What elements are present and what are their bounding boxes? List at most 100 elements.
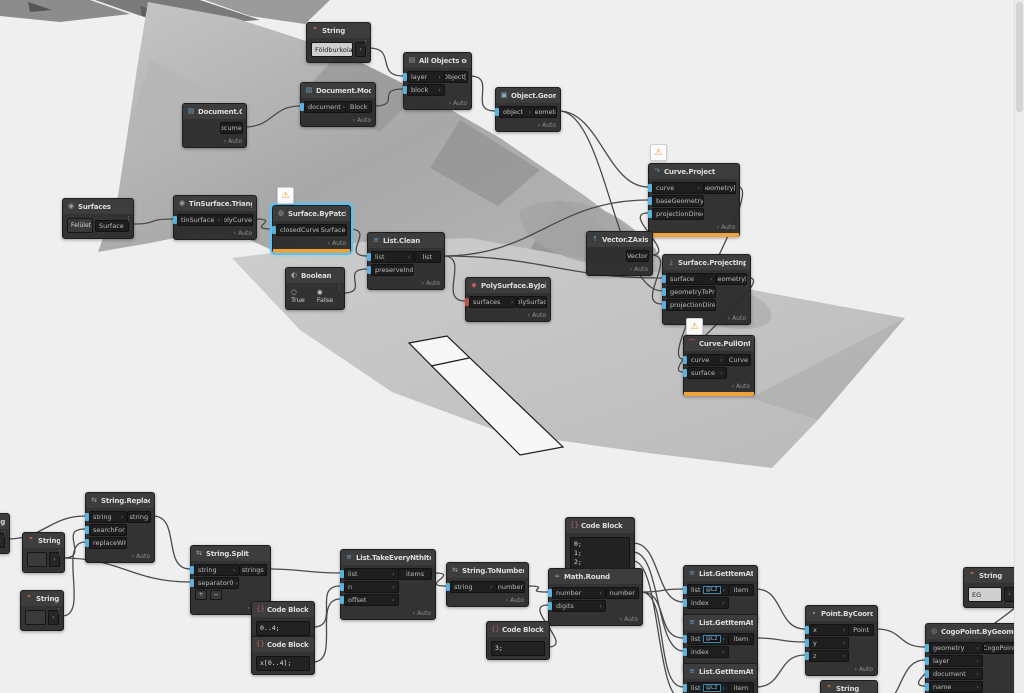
node-getitem3[interactable]: ≡List.GetItemAtIndexlist@L2›index›item›A… <box>683 663 758 693</box>
input-port-document[interactable]: document› <box>300 101 347 113</box>
node-getitem2[interactable]: ≡List.GetItemAtIndexlist@L2›index›item›A… <box>683 614 758 672</box>
warning-triangle-icon[interactable]: ⚠ <box>650 144 667 161</box>
wire-doc-modelspace-to-all-objects[interactable] <box>373 88 404 107</box>
wire-math-round-to-getitem3[interactable] <box>640 591 684 688</box>
input-port-number[interactable]: number› <box>548 587 606 599</box>
wire-str-input-1-to-string-replace[interactable] <box>62 528 86 559</box>
lacing-control[interactable]: ›Auto <box>86 552 154 562</box>
output-port-number[interactable]: number <box>495 581 525 593</box>
node-titlebar[interactable]: ⇆String.Replace <box>86 493 154 508</box>
node-menu-dots[interactable]: ⋮ <box>125 215 132 223</box>
node-titlebar[interactable]: ❞String <box>21 591 63 606</box>
input-port-document[interactable]: document› <box>925 668 983 680</box>
wire-string-bottom-to-cogopoint[interactable] <box>876 659 926 693</box>
wire-list-clean-to-project-onto[interactable] <box>442 255 663 279</box>
lacing-control[interactable]: ›Auto <box>663 314 750 324</box>
wire-surface-bypatch-to-list-clean[interactable] <box>348 228 368 257</box>
input-port-list[interactable]: list@L2› <box>683 633 729 645</box>
input-port-curve[interactable]: curve› <box>648 182 705 194</box>
node-titlebar[interactable]: ≈Math.Round <box>549 569 642 584</box>
lacing-control[interactable]: ›Auto <box>806 665 877 675</box>
node-str-input-1[interactable]: ❞String›⋮ <box>22 532 65 573</box>
output-port-list[interactable]: list <box>413 251 441 263</box>
wire-doc-current-to-doc-modelspace[interactable] <box>244 105 301 128</box>
code-block-editor[interactable]: 0;1;2; <box>570 537 630 570</box>
wire-getitem1-to-point-bycoords[interactable] <box>755 588 806 630</box>
node-boolean[interactable]: ◐Boolean○ True◉ False⋮ <box>285 267 345 310</box>
wire-tin-triangles-to-surface-bypatch[interactable] <box>254 218 273 230</box>
wire-clip-string-to-string-replace[interactable] <box>7 515 86 540</box>
code-block-editor[interactable]: 3; <box>491 641 545 656</box>
boolean-radio-group[interactable]: ○ True◉ False <box>289 286 341 307</box>
input-port-layer[interactable]: layer› <box>403 71 445 83</box>
node-titlebar[interactable]: ⌒Curve.PullOntoSurface <box>684 336 754 351</box>
input-port-string[interactable]: string› <box>85 511 128 523</box>
output-port-item[interactable]: item <box>727 633 754 645</box>
wire-object-geometry-to-project-onto[interactable] <box>558 110 663 292</box>
wire-to-number-to-math-round[interactable] <box>526 585 549 593</box>
input-port-separator0[interactable]: separator0› <box>190 577 240 589</box>
wire-code-block-top-to-getitem3[interactable] <box>632 560 683 693</box>
input-port-surface[interactable]: surface› <box>683 367 727 379</box>
node-titlebar[interactable]: ∙Point.ByCoordinates <box>806 606 877 621</box>
node-titlebar[interactable]: ↷Curve.Project <box>649 164 739 179</box>
output-port-item[interactable]: item <box>727 682 754 693</box>
lacing-control[interactable]: ›Auto <box>301 116 375 126</box>
node-titlebar[interactable]: ↑Vector.ZAxis <box>587 232 652 247</box>
node-object-geometry[interactable]: ▣Object.Geometryobject›Geometry›Auto <box>495 87 561 132</box>
wire-vector-zaxis-to-project-onto[interactable] <box>650 254 663 305</box>
node-clip-string[interactable]: ❞String›⋮ <box>0 513 10 554</box>
wire-str-input-2-to-string-replace[interactable] <box>61 541 86 617</box>
node-all-objects[interactable]: ▤All Objects on Layerlayer›block›Object[… <box>403 52 472 110</box>
output-port-Block[interactable]: Block <box>345 101 372 113</box>
remove-separator-button[interactable]: − <box>210 590 222 600</box>
node-doc-current[interactable]: ▤Document.CurrentDocument›Auto <box>182 103 247 148</box>
lacing-control[interactable]: ›Auto <box>684 382 754 392</box>
wire-string-split-to-take-nth[interactable] <box>268 568 341 574</box>
input-port-y[interactable]: y› <box>805 637 850 649</box>
input-port-block[interactable]: block› <box>403 84 445 96</box>
node-getitem1[interactable]: ≡List.GetItemAtIndexlist@L2›index›item›A… <box>683 565 758 623</box>
node-code-block-top[interactable]: {}Code Block 0;1;2; <box>565 517 635 574</box>
wire-take-nth-to-to-number[interactable] <box>433 572 447 587</box>
node-project-onto[interactable]: ⤓Surface.ProjectInputOntosurface›geometr… <box>662 254 751 325</box>
node-pull-onto[interactable]: ⌒Curve.PullOntoSurfacecurve›surface›Curv… <box>683 335 755 396</box>
input-port-baseGeometry[interactable]: baseGeometry› <box>648 195 705 207</box>
wire-object-geometry-to-curve-project[interactable] <box>558 110 649 188</box>
node-titlebar[interactable]: {}Code Block <box>566 518 634 533</box>
node-list-clean[interactable]: ≡List.Cleanlist›preserveIndices›list›Aut… <box>367 232 445 290</box>
lacing-control[interactable]: ›Auto <box>404 99 471 109</box>
output-port-PolyCurve[][interactable]: PolyCurve[] <box>223 214 253 226</box>
lacing-control[interactable]: ›Auto <box>649 223 739 233</box>
lacing-control[interactable]: ›Auto <box>174 229 256 239</box>
node-doc-modelspace[interactable]: ▤Document.ModelSpace document›Block ›Auto <box>300 82 376 127</box>
node-titlebar[interactable]: ▣Object.Geometry <box>496 88 560 103</box>
radio-option-false[interactable]: ◉ False <box>316 288 334 304</box>
wire-boolean-to-list-clean[interactable] <box>342 268 368 294</box>
output-port-number[interactable]: number <box>605 587 639 599</box>
wire-code-block-1-to-take-nth[interactable] <box>312 585 341 628</box>
output-port-Document[interactable]: Document <box>220 122 243 134</box>
input-port-replaceWith[interactable]: replaceWith› <box>85 537 128 549</box>
input-port-index[interactable]: index› <box>683 646 729 658</box>
node-titlebar[interactable]: ⇆String.ToNumber <box>447 563 528 578</box>
input-port-list[interactable]: list@L2› <box>683 682 729 693</box>
output-port-Geometry[][interactable]: Geometry[] <box>715 273 747 285</box>
node-polysurface[interactable]: ◆PolySurface.ByJoinedSurfacessurfaces›Po… <box>465 277 551 322</box>
node-titlebar[interactable]: ▤Document.ModelSpace <box>301 83 375 98</box>
wire-surfaces-to-tin-triangles[interactable] <box>131 218 174 225</box>
node-titlebar[interactable]: ◉Surfaces <box>63 199 133 214</box>
wire-list-clean-to-polysurface[interactable] <box>442 255 466 302</box>
string-input[interactable]: EG <box>968 587 1002 602</box>
output-port-Vector[interactable]: Vector <box>625 250 649 262</box>
surface-dropdown[interactable]: Felület működő▾ <box>67 218 93 233</box>
node-menu-dots[interactable]: ⋮ <box>336 284 343 292</box>
input-port-name[interactable]: name› <box>925 681 983 693</box>
node-titlebar[interactable]: {}Code Block <box>252 637 314 652</box>
lacing-control[interactable]: ›Auto <box>183 137 246 147</box>
input-port-tinSurface[interactable]: tinSurface› <box>173 214 225 226</box>
string-input[interactable] <box>25 610 46 625</box>
